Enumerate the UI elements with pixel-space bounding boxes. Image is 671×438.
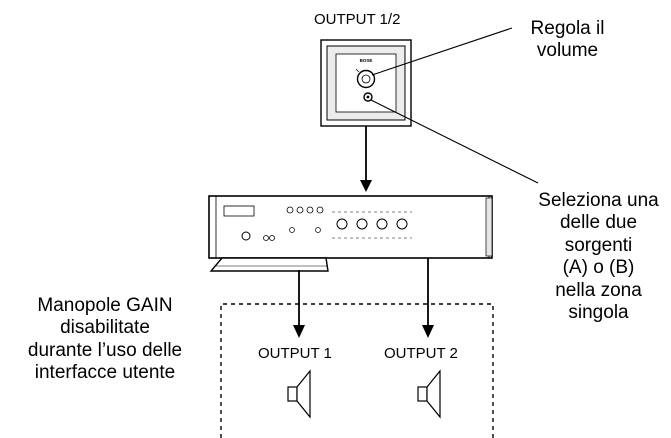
wall-control-plate: BOSE — [320, 39, 412, 127]
source-callout-line-5: nella zona — [555, 279, 642, 301]
amplifier-unit — [208, 195, 493, 259]
gain-callout-line-3: durante l’uso delle — [27, 339, 183, 361]
source-leader-line — [370, 99, 539, 184]
gain-knobs-callout: Manopole GAIN disabilitate durante l’uso… — [0, 295, 210, 385]
zone-dashed-box — [220, 303, 494, 438]
volume-knob-icon[interactable] — [356, 69, 376, 89]
speaker-1-icon — [287, 369, 311, 419]
source-callout-line-2: delle due — [559, 212, 638, 234]
amp-channel-knob-2-icon — [356, 218, 368, 230]
output-1-label: OUTPUT 1 — [258, 345, 332, 362]
output-12-label: OUTPUT 1/2 — [314, 11, 401, 28]
output-2-label: OUTPUT 2 — [384, 345, 458, 362]
gain-callout-line-2: disabilitate — [60, 317, 150, 339]
volume-leader-line — [371, 27, 513, 76]
source-callout-line-3: sorgenti — [564, 234, 633, 256]
volume-callout-line-2: volume — [536, 40, 599, 62]
source-callout-line-1: Seleziona una — [538, 190, 659, 211]
amp-channel-knob-1-icon — [336, 218, 348, 230]
amp-open-cover — [209, 257, 329, 272]
source-select-callout: Seleziona una delle due sorgenti (A) o (… — [526, 190, 671, 324]
speaker-2-icon — [417, 369, 441, 419]
amp-channel-knob-3-icon — [376, 218, 388, 230]
amp-channel-knob-4-icon — [396, 218, 408, 230]
volume-callout-line-1: Regola il — [530, 18, 605, 39]
gain-callout-line-1: Manopole GAIN — [37, 295, 173, 316]
source-callout-line-6: singola — [568, 302, 629, 324]
plate-brand-text: BOSE — [360, 58, 373, 63]
gain-callout-line-4: interfacce utente — [34, 362, 176, 384]
volume-callout: Regola il volume — [505, 18, 630, 63]
source-callout-line-4: (A) o (B) — [562, 257, 635, 279]
